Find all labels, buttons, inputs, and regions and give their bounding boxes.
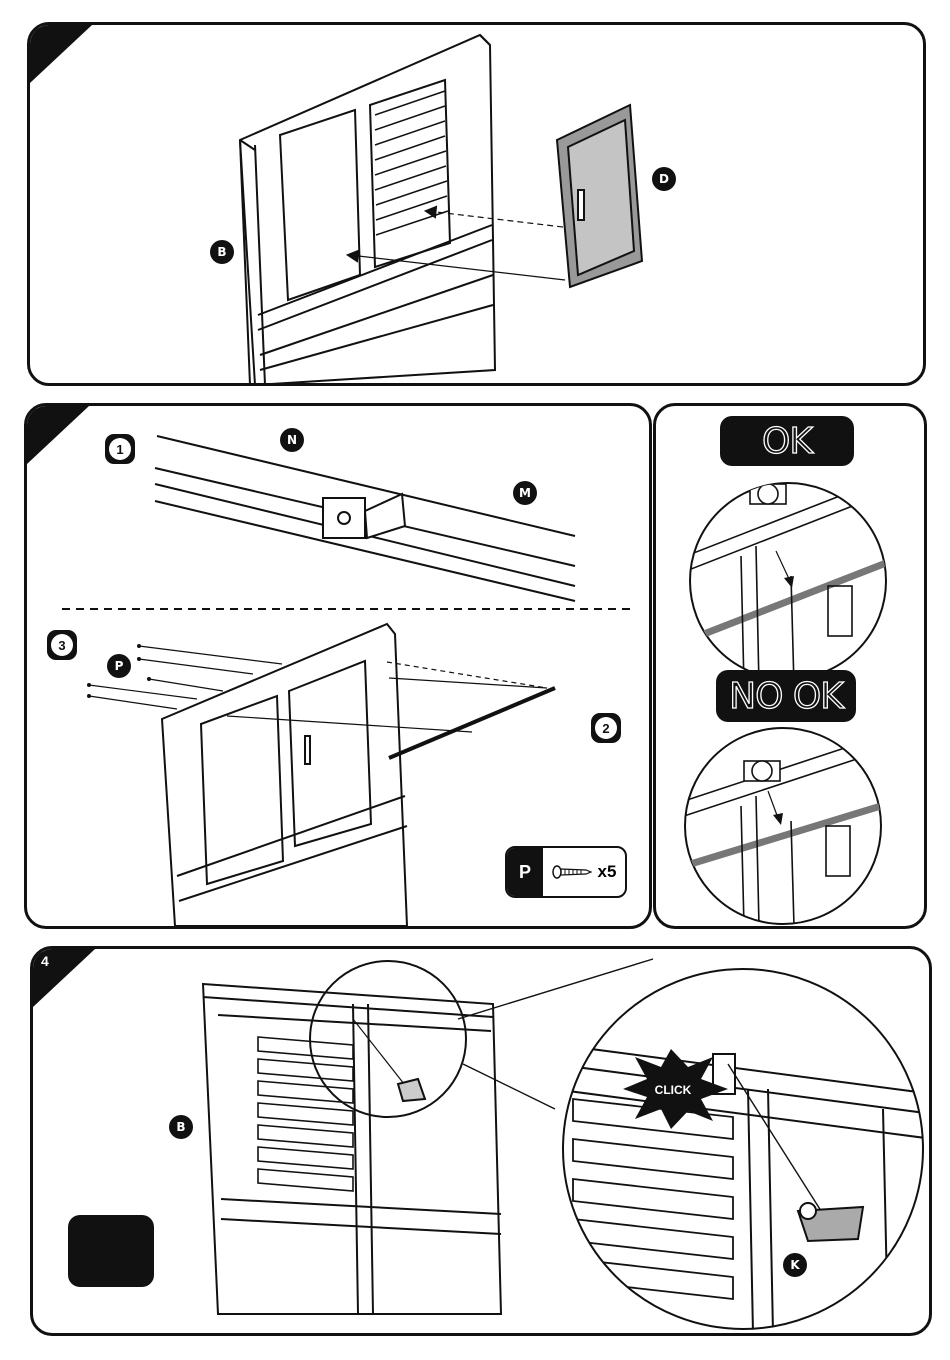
part-label-b: B [210,240,234,264]
parts-letter: P [507,848,543,896]
part-label-k: K [783,1253,807,1277]
no-ok-detail-circle [656,406,924,926]
step-panel-top: B D [27,22,926,386]
part-label-b: B [169,1115,193,1139]
screw-icon [552,865,592,879]
step-panel-middle: 1 3 2 N M P [24,403,652,929]
svg-text:CLICK: CLICK [655,1083,692,1097]
parts-list-box: P x5 [505,846,627,898]
parts-quantity: x5 [598,862,617,882]
black-square-marker [68,1215,154,1287]
step-panel-bottom: 4 [30,946,932,1336]
frame-illustration [30,25,923,383]
verification-panel: OK NO OK [653,403,927,929]
part-label-d: D [652,167,676,191]
